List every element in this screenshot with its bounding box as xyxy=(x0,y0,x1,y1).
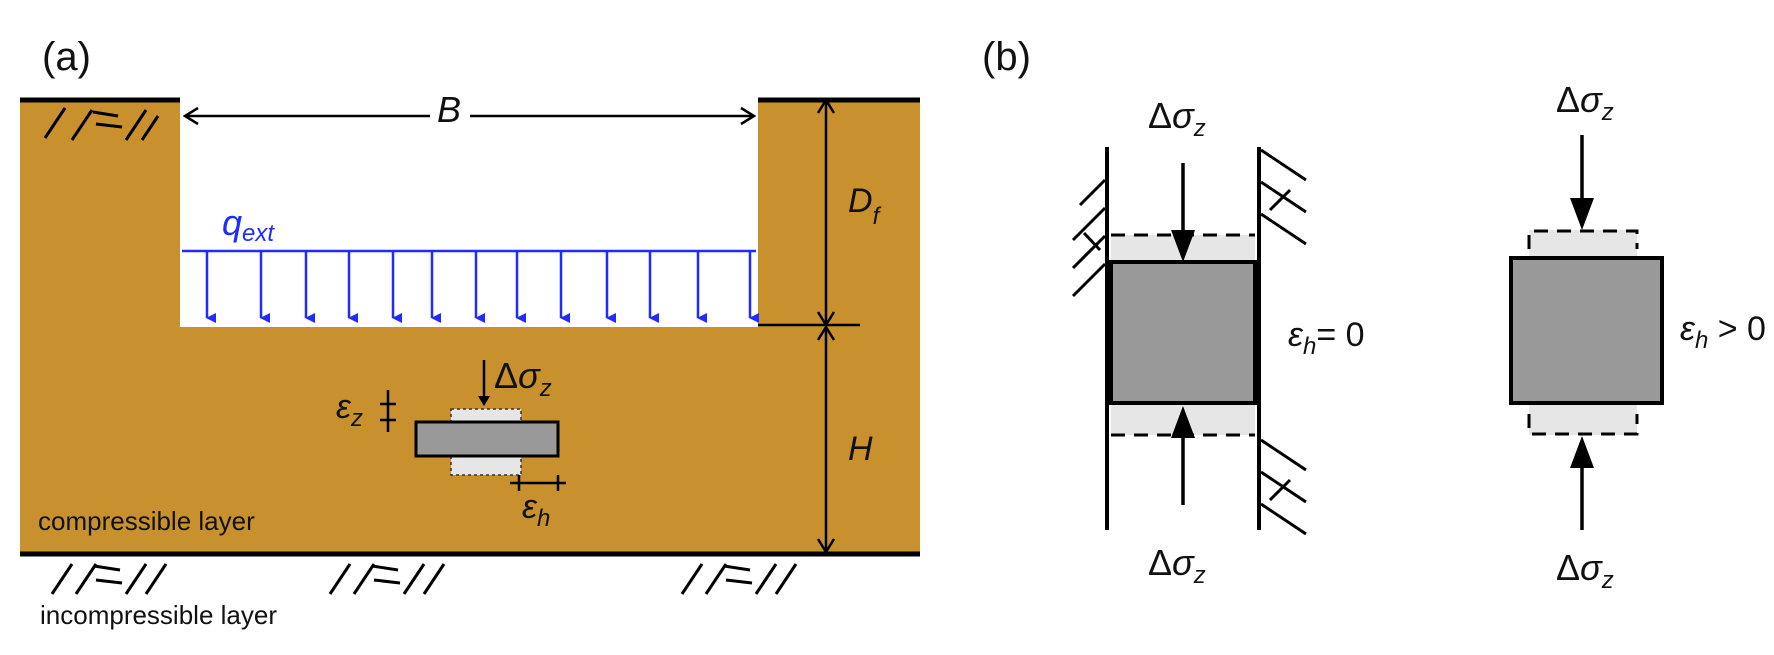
unconfined-element xyxy=(1509,135,1664,530)
confined-top-delta: Δ xyxy=(1148,95,1172,136)
compressible-layer-label: compressible layer xyxy=(38,506,255,536)
horizontal-strain-marker xyxy=(510,475,566,491)
confined-bottom-sigma: σ xyxy=(1172,542,1195,583)
load-arrows xyxy=(205,251,759,323)
confined-strain-label: εh= 0 xyxy=(1288,316,1365,360)
load-subscript: ext xyxy=(242,220,275,247)
confined-top-sigma: σ xyxy=(1172,95,1195,136)
unconfined-top-delta: Δ xyxy=(1556,79,1580,120)
vertical-strain-label: εz xyxy=(336,388,363,432)
element-deformed-shape xyxy=(414,420,560,458)
unconfined-strain-label: εh > 0 xyxy=(1680,310,1766,354)
unconfined-top-arrow xyxy=(1570,198,1594,230)
panel-a-label: (a) xyxy=(42,35,91,79)
load-label: qext xyxy=(222,202,275,247)
confined-bottom-subscript: z xyxy=(1193,562,1206,589)
eps-h-symbol: ε xyxy=(522,488,538,526)
confined-bottom-stress-label: Δσz xyxy=(1148,542,1206,589)
unconfined-top-sigma: σ xyxy=(1580,79,1603,120)
confined-top-stress-label: Δσz xyxy=(1148,95,1206,142)
confined-top-subscript: z xyxy=(1193,115,1206,142)
soil-body xyxy=(20,100,920,554)
unconfined-bottom-sigma: σ xyxy=(1580,547,1603,588)
confined-strain-relation: = 0 xyxy=(1316,316,1364,354)
confined-deformed-shape xyxy=(1109,260,1257,405)
vertical-strain-marker xyxy=(380,390,396,432)
unconfined-bottom-subscript: z xyxy=(1601,567,1614,594)
ground-hatch-top xyxy=(43,107,160,141)
stress-subscript: z xyxy=(539,375,552,402)
thickness-dimension xyxy=(816,324,836,555)
eps-h-subscript: h xyxy=(537,505,550,532)
unconfined-bottom-arrow xyxy=(1570,436,1594,468)
width-label: B xyxy=(437,89,461,130)
right-wall-hatch xyxy=(1260,148,1307,536)
confined-strain-symbol: ε xyxy=(1288,316,1304,354)
panel-b: (b) xyxy=(982,35,1766,594)
element-stress-label: Δσz xyxy=(494,355,552,402)
confined-top-arrow xyxy=(1171,230,1195,262)
unconfined-strain-symbol: ε xyxy=(1680,310,1696,348)
unconfined-bottom-stress-label: Δσz xyxy=(1556,547,1614,594)
thickness-label: H xyxy=(848,430,873,468)
left-wall-hatch xyxy=(1071,178,1107,298)
panel-a: (a) xyxy=(20,35,920,630)
unconfined-top-subscript: z xyxy=(1601,99,1614,126)
confined-bottom-delta: Δ xyxy=(1148,542,1172,583)
unconfined-strain-relation: > 0 xyxy=(1708,310,1766,348)
unconfined-deformed-shape xyxy=(1509,256,1664,405)
stress-sigma: σ xyxy=(518,355,541,396)
depth-label: Df xyxy=(848,182,882,230)
soil-element xyxy=(414,360,560,476)
depth-subscript: f xyxy=(873,203,882,230)
confined-element xyxy=(1071,147,1307,536)
depth-symbol: D xyxy=(848,182,873,220)
ground-hatch-bottom xyxy=(50,563,798,595)
load-symbol: q xyxy=(222,202,242,243)
confined-bottom-arrow xyxy=(1171,406,1195,438)
eps-z-subscript: z xyxy=(350,405,363,432)
eps-z-symbol: ε xyxy=(336,388,352,426)
panel-b-label: (b) xyxy=(982,35,1031,79)
stress-delta: Δ xyxy=(494,355,518,396)
confined-strain-subscript: h xyxy=(1303,333,1316,360)
unconfined-top-stress-label: Δσz xyxy=(1556,79,1614,126)
horizontal-strain-label: εh xyxy=(522,488,550,532)
incompressible-layer-label: incompressible layer xyxy=(40,600,277,630)
unconfined-strain-subscript: h xyxy=(1695,327,1708,354)
unconfined-bottom-delta: Δ xyxy=(1556,547,1580,588)
